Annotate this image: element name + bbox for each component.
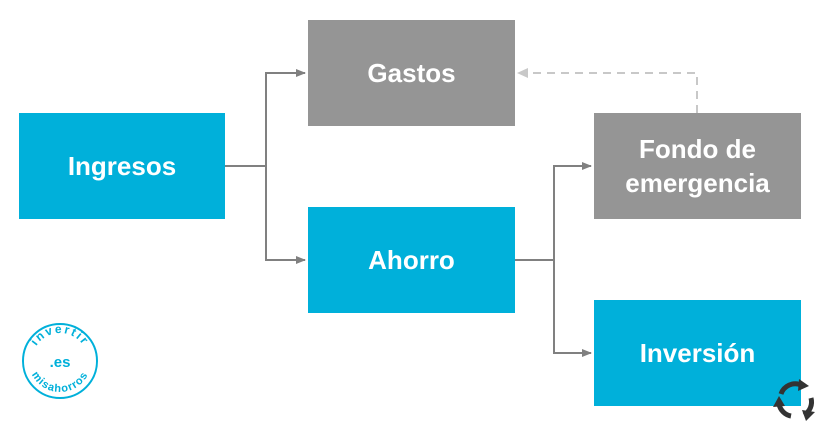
node-fondo-label-line2: emergencia [625,168,770,198]
logo-center-text: .es [50,354,71,371]
cycle-arrows-icon [771,376,819,424]
connector-ahorro-to-fondo [515,162,592,261]
node-inversion-label: Inversión [639,338,756,368]
node-ahorro: Ahorro [308,207,515,313]
invertirmisahorros-logo: invertir .es misahorros [20,321,100,401]
connector-ahorro-to-inversion [553,260,592,357]
node-ingresos: Ingresos [19,113,225,219]
node-fondo-label-line1: Fondo de [639,134,756,164]
node-gastos: Gastos [308,20,515,126]
svg-text:invertir: invertir [27,322,92,348]
connector-ingresos-to-ahorro [265,166,306,264]
node-fondo-emergencia: Fondo de emergencia [594,113,801,219]
logo-top-text: invertir [27,322,90,348]
connector-fondo-to-gastos-dashed [517,68,698,113]
node-ingresos-label: Ingresos [67,151,177,181]
node-ahorro-label: Ahorro [368,245,455,275]
connector-ingresos-to-gastos [225,69,306,167]
node-gastos-label: Gastos [367,58,456,88]
node-inversion: Inversión [594,300,801,406]
